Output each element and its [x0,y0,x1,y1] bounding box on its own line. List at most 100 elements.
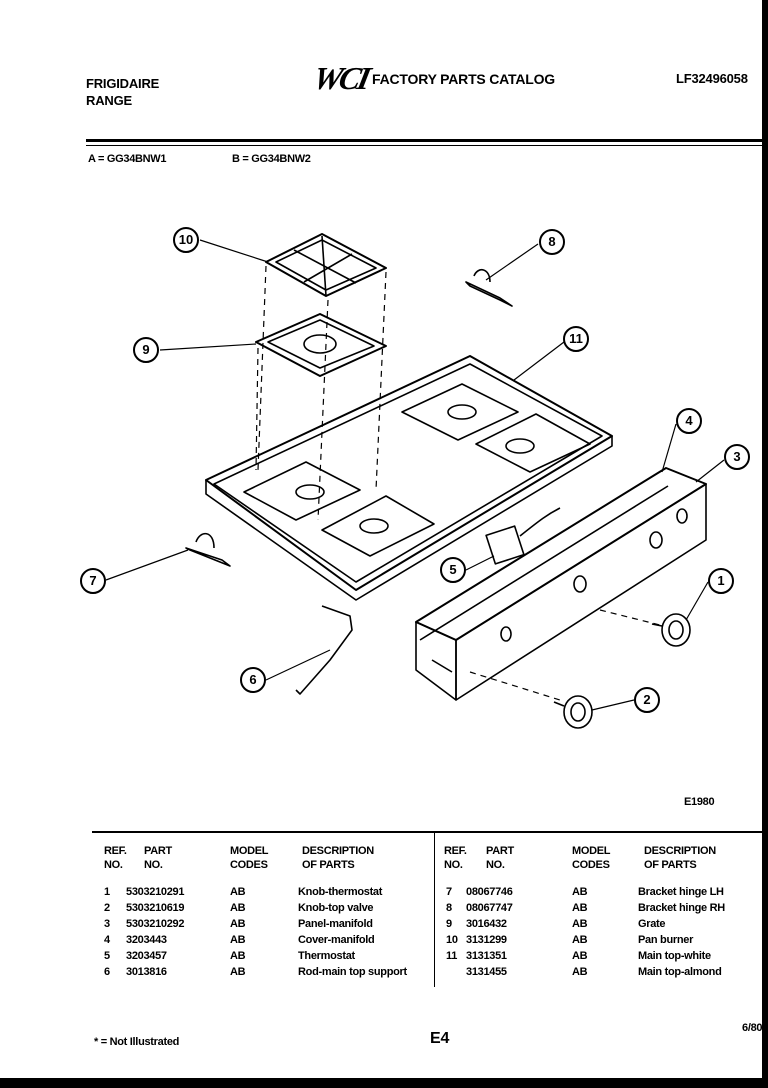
ref-cell: 1 [104,886,110,898]
desc-cell: Knob-thermostat [298,886,383,898]
ref-cell: 2 [104,902,110,914]
table-row: 1 5303210291 AB Knob-thermostat [104,886,407,902]
model-cell: AB [572,934,588,946]
burner-pan-part [255,313,387,377]
table-row: 3 5303210292 AB Panel-manifold [104,918,407,934]
part-cell: 3131299 [466,934,507,946]
model-a: A = GG34BNW1 [88,153,167,165]
thermostat-part [485,507,561,565]
part-cell: 08067746 [466,886,513,898]
knob-thermostat-part [651,613,691,647]
table-row: 3131455 AB Main top-almond [446,966,725,982]
part-cell: 3016432 [466,918,507,930]
desc-cell: Main top-white [638,950,711,962]
not-illustrated-note: * = Not Illustrated [94,1036,180,1048]
part-cell: 3131455 [466,966,507,978]
table-divider [434,833,435,987]
callout-9: 9 [133,337,159,363]
part-cell: 5303210292 [126,918,185,930]
callout-1: 1 [708,568,734,594]
exploded-parts-diagram [105,233,725,729]
model-cell: AB [230,950,246,962]
parts-table-left: 1 5303210291 AB Knob-thermostat 2 530321… [104,886,407,982]
brand-line-2: RANGE [86,93,132,108]
ref-cell: 9 [446,918,452,930]
callout-5: 5 [440,557,466,583]
table-row: 7 08067746 AB Bracket hinge LH [446,886,725,902]
model-cell: AB [572,950,588,962]
model-cell: AB [572,902,588,914]
desc-cell: Grate [638,918,666,930]
model-cell: AB [572,918,588,930]
model-cell: AB [572,886,588,898]
parts-table-right: 7 08067746 AB Bracket hinge LH 8 0806774… [446,886,725,982]
table-row: 11 3131351 AB Main top-white [446,950,725,966]
callout-2: 2 [634,687,660,713]
catalog-date: 6/80 [742,1022,762,1034]
ref-cell: 5 [104,950,110,962]
callout-10: 10 [173,227,199,253]
model-cell: AB [230,918,246,930]
table-row: 2 5303210619 AB Knob-top valve [104,902,407,918]
scan-edge-bottom [0,1078,768,1088]
desc-cell: Pan burner [638,934,694,946]
callout-4: 4 [676,408,702,434]
desc-cell: Rod-main top support [298,966,407,978]
desc-cell: Bracket hinge LH [638,886,724,898]
bracket-hinge-lh-part [185,532,231,567]
ref-cell: 3 [104,918,110,930]
desc-cell: Panel-manifold [298,918,373,930]
callout-11: 11 [563,326,589,352]
part-cell: 3203443 [126,934,167,946]
model-cell: AB [572,966,588,978]
grate-part [265,233,387,297]
diagram-code: E1980 [684,796,715,808]
callout-7: 7 [80,568,106,594]
scan-edge-right [762,0,768,1088]
main-top-part [205,355,613,601]
part-cell: 5303210291 [126,886,185,898]
table-row: 6 3013816 AB Rod-main top support [104,966,407,982]
catalog-number: LF32496058 [676,71,748,86]
bracket-hinge-rh-part [465,269,513,307]
model-b: B = GG34BNW2 [232,153,311,165]
table-row: 4 3203443 AB Cover-manifold [104,934,407,950]
ref-cell [446,966,466,982]
part-cell: 08067747 [466,902,513,914]
ref-cell: 4 [104,934,110,946]
model-cell: AB [230,902,246,914]
header-rule [86,139,768,142]
part-cell: 3131351 [466,950,507,962]
ref-cell: 8 [446,902,452,914]
page-number: E4 [430,1030,450,1047]
table-row: 5 3203457 AB Thermostat [104,950,407,966]
model-cell: AB [230,934,246,946]
table-row: 10 3131299 AB Pan burner [446,934,725,950]
model-cell: AB [230,966,246,978]
catalog-title: FACTORY PARTS CATALOG [372,71,555,87]
part-cell: 3203457 [126,950,167,962]
desc-cell: Bracket hinge RH [638,902,725,914]
part-cell: 5303210619 [126,902,185,914]
callout-8: 8 [539,229,565,255]
header-ref-right: REF.NO. [444,845,467,871]
manifold-panel-part [415,467,707,701]
callout-6: 6 [240,667,266,693]
callout-3: 3 [724,444,750,470]
ref-cell: 10 [446,934,458,946]
support-rod-part [295,605,353,695]
desc-cell: Knob-top valve [298,902,374,914]
table-top-rule [92,831,768,833]
brand-line-1: FRIGIDAIRE [86,76,160,91]
header-ref: REF.NO. [104,845,127,871]
table-row: 9 3016432 AB Grate [446,918,725,934]
part-cell: 3013816 [126,966,167,978]
model-cell: AB [230,886,246,898]
ref-cell: 6 [104,966,110,978]
